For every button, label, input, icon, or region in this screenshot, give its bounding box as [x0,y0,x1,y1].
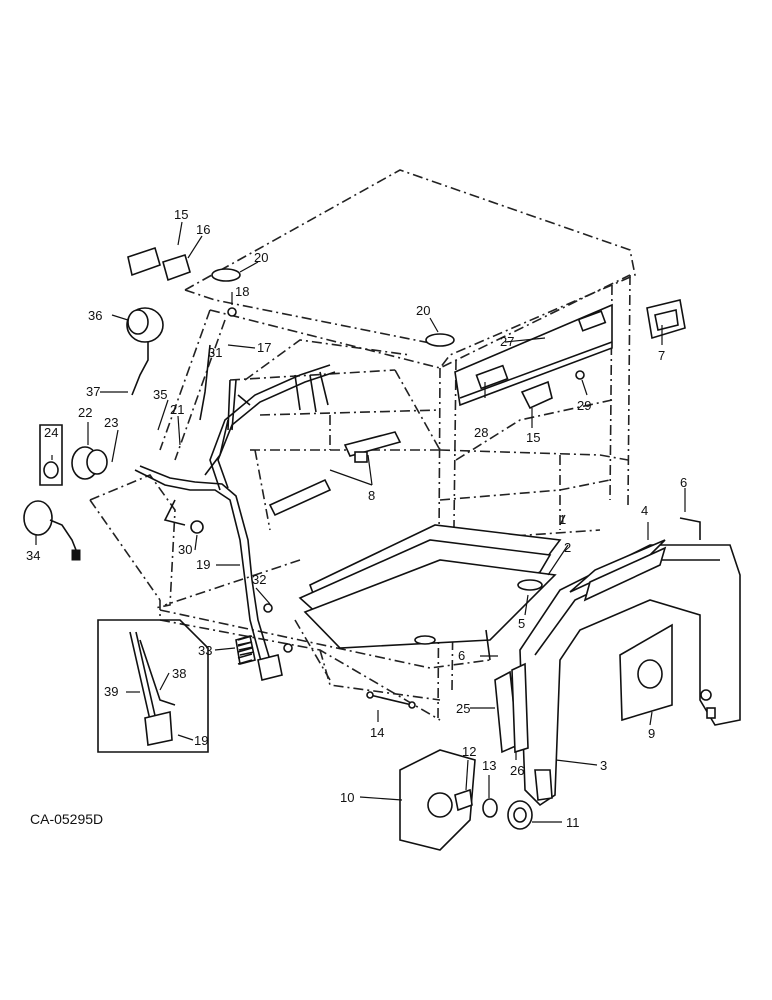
callout-28: 28 [474,425,488,440]
callout-19-harness: 19 [196,557,210,572]
callout-14: 14 [370,725,384,740]
callout-33: 33 [198,643,212,658]
callout-31: 31 [208,345,222,360]
step-bracket [399,749,533,851]
callout-6-right: 6 [680,475,687,490]
callout-26: 26 [510,763,524,778]
callout-2: 2 [564,540,571,555]
callout-35: 35 [153,387,167,402]
callout-9: 9 [648,726,655,741]
callout-12: 12 [462,744,476,759]
callout-38: 38 [172,666,186,681]
callout-20-left: 20 [254,250,268,265]
leader-lines [35,221,686,823]
grab-handles [268,431,402,517]
callout-25: 25 [456,701,470,716]
rod [366,691,416,709]
callout-10: 10 [340,790,354,805]
inset-detail-box [97,619,209,753]
callout-18: 18 [235,284,249,299]
callout-32: 32 [252,572,266,587]
lamps [23,307,164,561]
callout-37: 37 [86,384,100,399]
callout-39: 39 [104,684,118,699]
callout-4: 4 [641,503,648,518]
callout-30: 30 [178,542,192,557]
rails [485,517,701,754]
callout-17: 17 [257,340,271,355]
callout-8: 8 [368,488,375,503]
callout-3: 3 [600,758,607,773]
callout-34: 34 [26,548,40,563]
callout-15-front: 15 [174,207,188,222]
rear-trim-strip [454,303,613,407]
callout-labels: 1 2 3 4 5 6 6 7 8 9 10 11 12 13 14 15 15… [26,207,687,830]
callout-15-rear: 15 [526,430,540,445]
front-lamp-group [127,246,455,347]
callout-27: 27 [500,334,514,349]
callout-16: 16 [196,222,210,237]
callout-6-floor: 6 [458,648,465,663]
callout-24: 24 [44,425,58,440]
callout-29: 29 [577,398,591,413]
rear-work-lamp [520,299,686,410]
callout-19-inset: 19 [194,733,208,748]
callout-20-right: 20 [416,303,430,318]
spring [237,635,253,665]
drawing-code: CA-05295D [30,811,103,827]
callout-22: 22 [78,405,92,420]
cab-frame [89,169,636,721]
callout-13: 13 [482,758,496,773]
callout-36: 36 [88,308,102,323]
callout-5: 5 [518,616,525,631]
callout-7: 7 [658,348,665,363]
fender-assembly [519,539,741,807]
callout-11: 11 [566,815,580,830]
wiring-harness [134,307,336,681]
callout-21: 21 [170,402,184,417]
callout-1: 1 [559,512,566,527]
floor-mats [298,524,562,649]
callout-23: 23 [104,415,118,430]
